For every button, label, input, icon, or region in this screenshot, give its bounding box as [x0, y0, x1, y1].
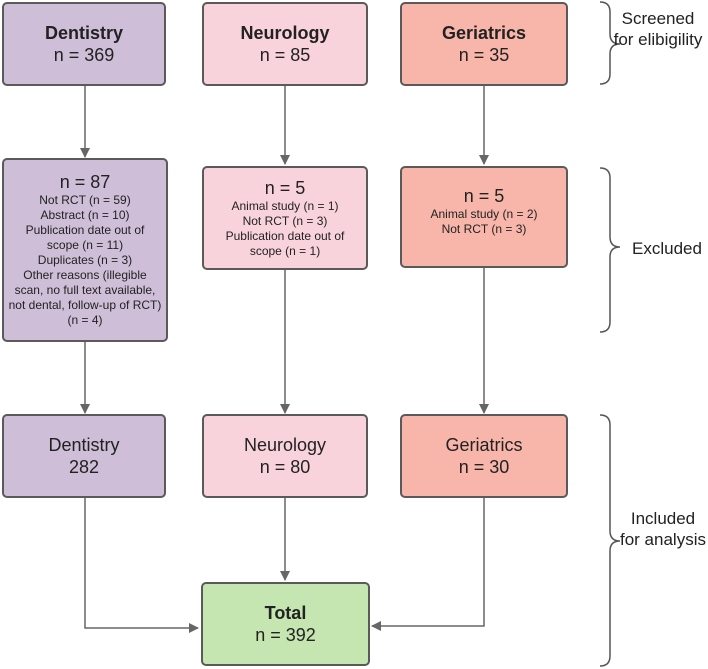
neurology-included-title: Neurology — [243, 435, 327, 455]
brace-excluded — [599, 167, 621, 333]
geriatrics-excluded-reason: Animal study (n = 2) — [430, 207, 538, 221]
dentistry-screened-count: n = 369 — [53, 45, 115, 65]
stage-label-screened: Screened for elibigility — [613, 9, 703, 49]
dentistry-included-box: Dentistry 282 — [2, 414, 166, 498]
geriatrics-included-title: Geriatrics — [445, 435, 523, 455]
dentistry-excluded-reason: Not RCT (n = 59) — [39, 193, 131, 207]
brace-screened — [599, 1, 621, 85]
geriatrics-excluded-reason: Not RCT (n = 3) — [441, 222, 527, 236]
neurology-screened-count: n = 85 — [259, 45, 311, 65]
dentistry-excluded-box: n = 87 Not RCT (n = 59) Abstract (n = 10… — [2, 158, 168, 342]
stage-label-included: Included for analysis — [620, 509, 706, 549]
geriatrics-included-box: Geriatrics n = 30 — [400, 414, 568, 498]
neurology-excluded-reason: Not RCT (n = 3) — [242, 213, 328, 228]
geriatrics-screened-count: n = 35 — [458, 45, 510, 65]
dentistry-excluded-reason: Duplicates (n = 3) — [37, 253, 133, 267]
dentistry-included-title: Dentistry — [48, 435, 120, 455]
neurology-excluded-reason: Publication date out of scope (n = 1) — [225, 228, 345, 258]
neurology-excluded-reason: Animal study (n = 1) — [231, 198, 339, 213]
neurology-screened-title: Neurology — [240, 23, 330, 43]
neurology-included-count: n = 80 — [259, 457, 311, 477]
neurology-excluded-box: n = 5 Animal study (n = 1) Not RCT (n = … — [202, 166, 368, 270]
dentistry-screened-title: Dentistry — [44, 23, 124, 43]
total-title: Total — [264, 603, 307, 623]
geriatrics-screened-title: Geriatrics — [441, 23, 527, 43]
total-count: n = 392 — [255, 625, 316, 645]
geriatrics-included-count: n = 30 — [458, 457, 510, 477]
dentistry-excluded-reason: Publication date out of scope (n = 11) — [25, 223, 145, 252]
brace-included — [599, 414, 621, 667]
arrow-dentistry-included-to-total — [84, 498, 199, 633]
arrow-geriatrics-included-to-total — [371, 498, 485, 631]
geriatrics-excluded-box: n = 5 Animal study (n = 2) Not RCT (n = … — [400, 166, 568, 268]
stage-label-excluded: Excluded — [632, 239, 702, 258]
dentistry-included-count: 282 — [68, 457, 100, 477]
geriatrics-screened-box: Geriatrics n = 35 — [400, 2, 568, 86]
neurology-excluded-count: n = 5 — [264, 177, 306, 198]
dentistry-excluded-count: n = 87 — [59, 172, 111, 192]
dentistry-screened-box: Dentistry n = 369 — [2, 2, 166, 86]
dentistry-excluded-reason: Other reasons (illegible scan, no full t… — [8, 268, 162, 327]
neurology-included-box: Neurology n = 80 — [202, 414, 368, 498]
neurology-screened-box: Neurology n = 85 — [202, 2, 368, 86]
total-box: Total n = 392 — [201, 582, 370, 666]
geriatrics-excluded-count: n = 5 — [463, 186, 505, 206]
dentistry-excluded-reason: Abstract (n = 10) — [40, 208, 130, 222]
